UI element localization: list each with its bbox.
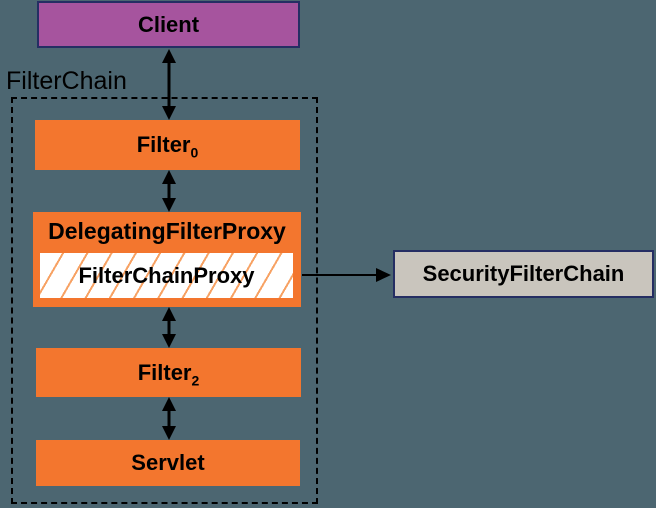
filter-chain-proxy-box: FilterChainProxy [38,251,295,300]
filter2-label-text: Filter [137,359,192,385]
security-filter-chain-label: SecurityFilterChain [422,261,625,286]
filter0-label-text: Filter [136,132,191,157]
servlet-label: Servlet [131,450,205,475]
filter0-subscript: 0 [190,144,199,161]
servlet-box: Servlet [21,440,300,501]
filter-chain-proxy-label: FilterChainProxy [78,262,255,288]
filter2-box: Filter2 [21,348,301,412]
filter2-subscript: 2 [191,371,200,388]
filter2-label: Filter2 [137,359,200,388]
delegating-filter-proxy-box: DelegatingFilterProxy FilterChainProxy [18,212,301,322]
security-filter-chain-box: SecurityFilterChain [380,250,654,311]
client-label: Client [137,11,200,37]
delegating-filter-proxy-label: DelegatingFilterProxy [48,218,286,244]
filter0-box: Filter0 [20,120,300,185]
client-box: Client [24,1,300,61]
filter0-label: Filter0 [136,132,199,161]
filterchain-group-label: FilterChain [6,67,127,95]
filterchain-dashed-container [11,97,318,504]
